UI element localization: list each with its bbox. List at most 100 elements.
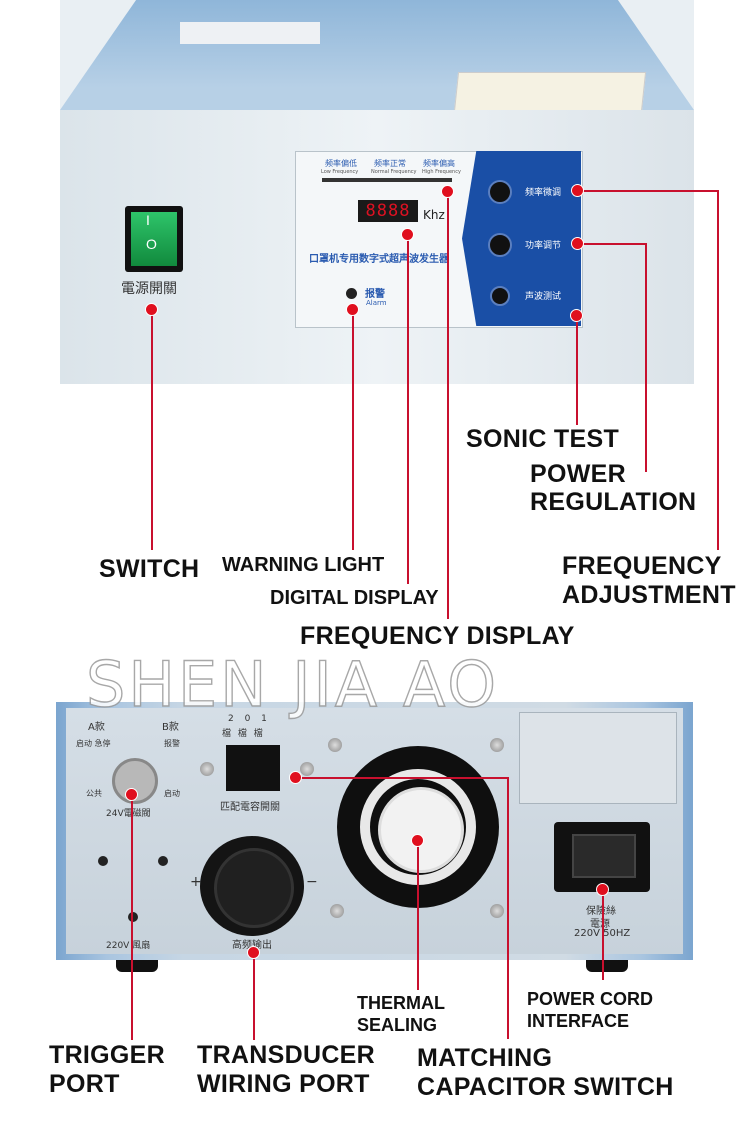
fan-screw bbox=[490, 904, 504, 918]
fan-label: 220V 風扇 bbox=[106, 941, 151, 951]
warning-light-callout: WARNING LIGHT bbox=[222, 554, 385, 576]
start-label: 启动 bbox=[164, 789, 180, 798]
digital-display-dot bbox=[401, 228, 414, 241]
power-regulation-line-v bbox=[645, 243, 647, 472]
power-cord-callout-2: INTERFACE bbox=[527, 1011, 630, 1031]
sonic-test-button bbox=[490, 286, 510, 306]
warning-led bbox=[346, 288, 357, 299]
frequency-led-bar bbox=[322, 178, 452, 182]
fan-hole-right bbox=[158, 856, 168, 866]
matching-dot bbox=[289, 771, 302, 784]
frequency-display-dot bbox=[441, 185, 454, 198]
fan-hole-left bbox=[98, 856, 108, 866]
transducer-callout-2: WIRING PORT bbox=[197, 1070, 370, 1098]
sonic-test-callout: SONIC TEST bbox=[466, 425, 620, 453]
frequency-adjustment-callout-2: ADJUSTMENT bbox=[562, 581, 736, 609]
transducer-line bbox=[253, 952, 255, 1040]
matching-line-v bbox=[507, 777, 509, 1039]
display-unit: Khz bbox=[423, 208, 445, 222]
transducer-connector-cap bbox=[214, 848, 294, 928]
common-label: 公共 bbox=[86, 789, 102, 798]
watermark: SHEN JIA AO bbox=[85, 647, 500, 721]
power-regulation-dot bbox=[571, 237, 584, 250]
fuse-label: 保險絲 bbox=[586, 906, 616, 917]
sonic-test-dot bbox=[570, 309, 583, 322]
warning-light-dot bbox=[346, 303, 359, 316]
solenoid-label: 24V電磁閥 bbox=[106, 809, 151, 819]
fan-screw bbox=[328, 738, 342, 752]
thermal-sealing-callout-2: SEALING bbox=[357, 1015, 438, 1035]
switch-dot bbox=[145, 303, 158, 316]
thermal-line bbox=[417, 840, 419, 990]
frequency-adjustment-callout-1: FREQUENCY bbox=[562, 552, 722, 580]
a-type-label: A款 bbox=[88, 722, 105, 733]
b-type-label: B款 bbox=[162, 722, 179, 733]
sonic-test-line bbox=[576, 315, 578, 425]
switch-off-mark: O bbox=[146, 236, 157, 252]
power-cord-callout-1: POWER CORD bbox=[527, 989, 653, 1009]
matching-line-h bbox=[296, 777, 508, 779]
label-plate bbox=[519, 712, 677, 804]
frequency-knob bbox=[488, 180, 512, 204]
freq-high-label: 频率偏高 bbox=[423, 159, 455, 168]
power-knob bbox=[488, 233, 512, 257]
foot-right bbox=[586, 958, 628, 972]
switch-line bbox=[151, 310, 153, 550]
digital-display-line bbox=[407, 234, 409, 584]
frequency-display-line bbox=[447, 191, 449, 619]
power-regulation-callout-2: REGULATION bbox=[530, 488, 697, 516]
switch-callout: SWITCH bbox=[99, 555, 200, 583]
frequency-adjustment-dot bbox=[571, 184, 584, 197]
power-socket-pins bbox=[572, 834, 636, 878]
switch-on-mark: I bbox=[146, 212, 150, 228]
trigger-port-callout-1: TRIGGER bbox=[49, 1041, 165, 1069]
trigger-dot bbox=[125, 788, 138, 801]
start-stop-label: 启动 急停 bbox=[76, 739, 111, 748]
matching-capacitor-callout-2: CAPACITOR SWITCH bbox=[417, 1073, 674, 1101]
trigger-line bbox=[131, 794, 133, 1040]
knob-panel bbox=[462, 151, 581, 326]
capacitor-switch bbox=[226, 745, 280, 791]
plus-sign: + bbox=[190, 874, 202, 890]
power-cord-line bbox=[602, 892, 604, 980]
matching-capacitor-callout-1: MATCHING bbox=[417, 1044, 553, 1072]
freq-low-en: Low Frequency bbox=[321, 169, 359, 175]
warning-light-line bbox=[352, 310, 354, 550]
transducer-dot bbox=[247, 946, 260, 959]
fan-hole-bottom bbox=[128, 912, 138, 922]
screw bbox=[200, 762, 214, 776]
capacitor-switch-label: 匹配電容開關 bbox=[220, 802, 280, 813]
power-switch bbox=[131, 212, 177, 266]
frequency-display-callout: FREQUENCY DISPLAY bbox=[300, 622, 575, 650]
alarm-port-label: 报警 bbox=[164, 739, 180, 748]
gear-labels: 檔 檔 檔 bbox=[222, 729, 265, 739]
power-label: 電源 bbox=[590, 919, 610, 930]
frequency-adjustment-line-h bbox=[578, 190, 718, 192]
power-regulation-line-h bbox=[578, 243, 646, 245]
frequency-adjustment-line-v bbox=[717, 190, 719, 550]
hf-output-label: 高频输出 bbox=[232, 936, 272, 951]
fan-hub bbox=[378, 787, 464, 873]
freq-normal-label: 频率正常 bbox=[374, 159, 406, 168]
top-sticker bbox=[180, 22, 320, 44]
fan-screw bbox=[490, 738, 504, 752]
switch-label: 電源開關 bbox=[121, 281, 177, 297]
trigger-port-callout-2: PORT bbox=[49, 1070, 120, 1098]
gear-numbers: 2 0 1 bbox=[228, 714, 271, 724]
power-cord-dot bbox=[596, 883, 609, 896]
thermal-sealing-callout-1: THERMAL bbox=[357, 993, 445, 1013]
foot-left bbox=[116, 958, 158, 972]
transducer-callout-1: TRANSDUCER bbox=[197, 1041, 375, 1069]
warning-sticker bbox=[453, 72, 647, 112]
minus-sign: − bbox=[306, 874, 318, 890]
digital-display: 8888 bbox=[358, 200, 418, 222]
digital-display-callout: DIGITAL DISPLAY bbox=[270, 587, 439, 609]
thermal-dot bbox=[411, 834, 424, 847]
freq-low-label: 频率偏低 bbox=[325, 159, 357, 168]
knob2-label: 功率调节 bbox=[525, 241, 562, 251]
power-regulation-callout-1: POWER bbox=[530, 460, 626, 488]
knob1-label: 频率微调 bbox=[525, 188, 562, 198]
freq-normal-en: Normal Frequency bbox=[371, 169, 417, 175]
alarm-cn-label: 报警 bbox=[365, 289, 385, 300]
fan-screw bbox=[330, 904, 344, 918]
